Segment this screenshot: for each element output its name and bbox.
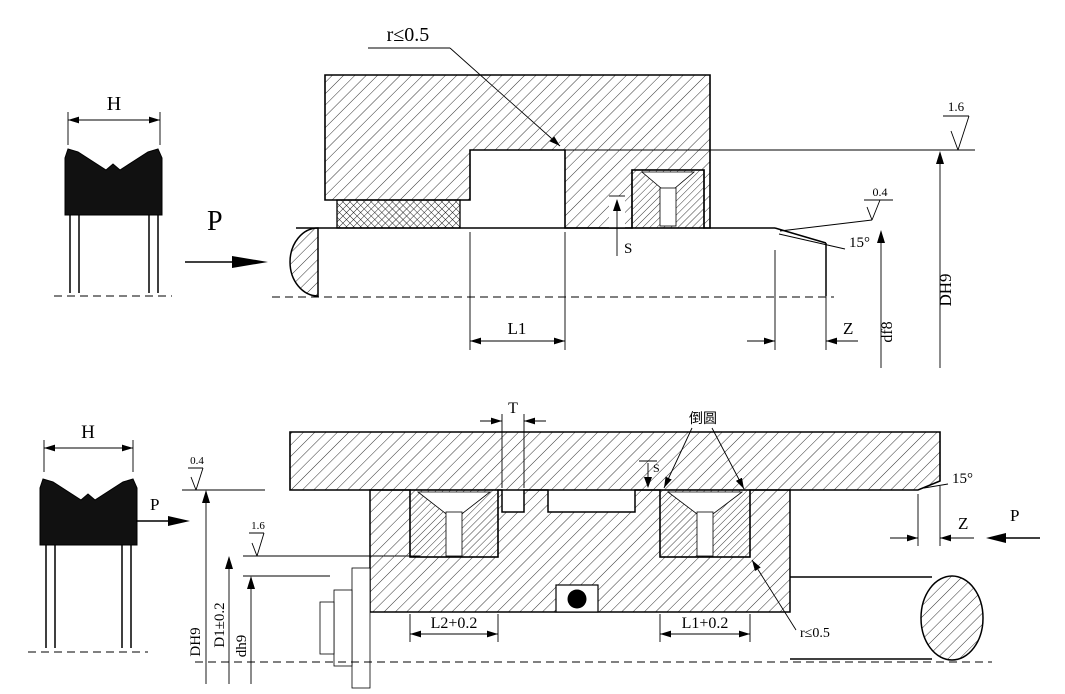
rod-end-dome bbox=[289, 227, 319, 297]
seal-stem-cavity bbox=[659, 187, 677, 227]
rod-chamfer-annotations: 15° 0.4 bbox=[778, 185, 893, 251]
fillet-note: 倒圆 bbox=[663, 411, 745, 490]
roughness-symbol-lower: 1.6 bbox=[249, 520, 265, 557]
seal-stem-cavity bbox=[445, 511, 463, 557]
roughness-symbol-upper: 0.4 bbox=[188, 455, 204, 491]
radius-note-label-bottom: r≤0.5 bbox=[800, 626, 830, 641]
dim-T-label: T bbox=[508, 400, 518, 417]
lower-view: H 0.4 1.6 DH9 D1±0. bbox=[28, 400, 1040, 689]
dim-L2: L2+0.2 bbox=[409, 614, 499, 642]
roughness-symbol-bore: 1.6 bbox=[943, 99, 970, 151]
rod-end-dome bbox=[920, 575, 984, 661]
bore-chamfer-annotations: 15° Z bbox=[890, 471, 974, 546]
rod bbox=[272, 227, 834, 298]
rod-dia-label-bottom: dh9 bbox=[234, 635, 250, 658]
dim-Z-top: Z bbox=[747, 250, 858, 350]
installed-piston-seal-right bbox=[659, 489, 751, 558]
pressure-right-label: P bbox=[1010, 506, 1019, 525]
arrowhead bbox=[225, 556, 233, 569]
chamfer-angle-label-bottom: 15° bbox=[952, 471, 973, 487]
arrowhead bbox=[247, 576, 255, 589]
seal-lip-cavity bbox=[416, 491, 492, 521]
clearance-label-top: S bbox=[624, 241, 632, 257]
dim-L1: L1 bbox=[469, 232, 566, 350]
u-cup-profile bbox=[64, 148, 163, 216]
arrowhead bbox=[644, 477, 652, 488]
roughness-rod-label: 0.4 bbox=[873, 185, 888, 199]
dim-T: T bbox=[480, 400, 546, 488]
pressure-left-label: P bbox=[150, 495, 159, 514]
bore-dia-label-bottom: DH9 bbox=[188, 627, 204, 656]
dim-Z-label-top: Z bbox=[843, 319, 853, 338]
seal-lip-cavity bbox=[666, 491, 744, 521]
chamfer-angle-label-top: 15° bbox=[849, 235, 870, 251]
pressure-arrow-left: P bbox=[136, 495, 190, 526]
arrowhead bbox=[232, 256, 268, 268]
dim-H-top: H bbox=[107, 93, 121, 115]
clearance-label-bottom: S bbox=[653, 461, 660, 475]
dim-L1-label: L1 bbox=[508, 319, 527, 338]
seal-lip-cavity bbox=[640, 171, 696, 195]
installed-piston-seal-left bbox=[409, 489, 499, 558]
dim-H-bottom: H bbox=[81, 422, 95, 443]
cylinder-wall bbox=[289, 431, 941, 491]
fillet-note-label: 倒圆 bbox=[689, 411, 717, 427]
installed-rod-seal bbox=[631, 169, 705, 229]
roughness-symbol-rod: 0.4 bbox=[864, 185, 893, 221]
bore-dia-label-top: DH9 bbox=[936, 273, 955, 306]
o-ring-groove bbox=[555, 584, 599, 613]
groove-dia-label: D1±0.2 bbox=[212, 602, 228, 647]
pressure-arrow-right: P bbox=[986, 506, 1040, 543]
pressure-label-top: P bbox=[207, 206, 223, 237]
arrowhead bbox=[168, 516, 190, 526]
clearance-S-bottom: S bbox=[639, 460, 660, 488]
dim-L1-bottom: L1+0.2 bbox=[659, 614, 751, 642]
arrowhead bbox=[877, 230, 885, 243]
arrowhead bbox=[202, 490, 210, 503]
left-reference-lines: 0.4 1.6 DH9 D1±0.2 dh9 bbox=[182, 455, 420, 684]
backup-ring bbox=[336, 199, 461, 229]
arrowhead bbox=[936, 151, 944, 164]
pressure-arrow-top: P bbox=[185, 206, 268, 268]
dim-L1-bottom-label: L1+0.2 bbox=[682, 615, 729, 632]
dim-L2-label: L2+0.2 bbox=[431, 615, 478, 632]
bore-surface-annotations: 1.6 DH9 df8 bbox=[565, 99, 975, 368]
dim-Z-label-bottom: Z bbox=[958, 514, 968, 533]
upper-seal-cross-section: H bbox=[54, 93, 172, 297]
rod-dia-label-top: df8 bbox=[879, 321, 896, 342]
arrowhead bbox=[986, 533, 1006, 543]
roughness-bore-label: 1.6 bbox=[948, 99, 965, 114]
lower-seal-cross-section: H bbox=[28, 422, 148, 653]
roughness-upper-label: 0.4 bbox=[190, 455, 204, 467]
u-cup-profile bbox=[39, 478, 138, 546]
seal-stem-cavity bbox=[696, 511, 714, 557]
upper-view: H P r≤0.5 bbox=[54, 24, 975, 368]
roughness-lower-label: 1.6 bbox=[251, 520, 265, 532]
o-ring-section bbox=[567, 589, 587, 609]
radius-note-bottom: r≤0.5 bbox=[751, 559, 830, 641]
piston-bolt-stack bbox=[319, 567, 371, 689]
arrowhead bbox=[613, 199, 621, 211]
piston-rod bbox=[790, 575, 984, 661]
radius-note-label-top: r≤0.5 bbox=[387, 24, 430, 46]
